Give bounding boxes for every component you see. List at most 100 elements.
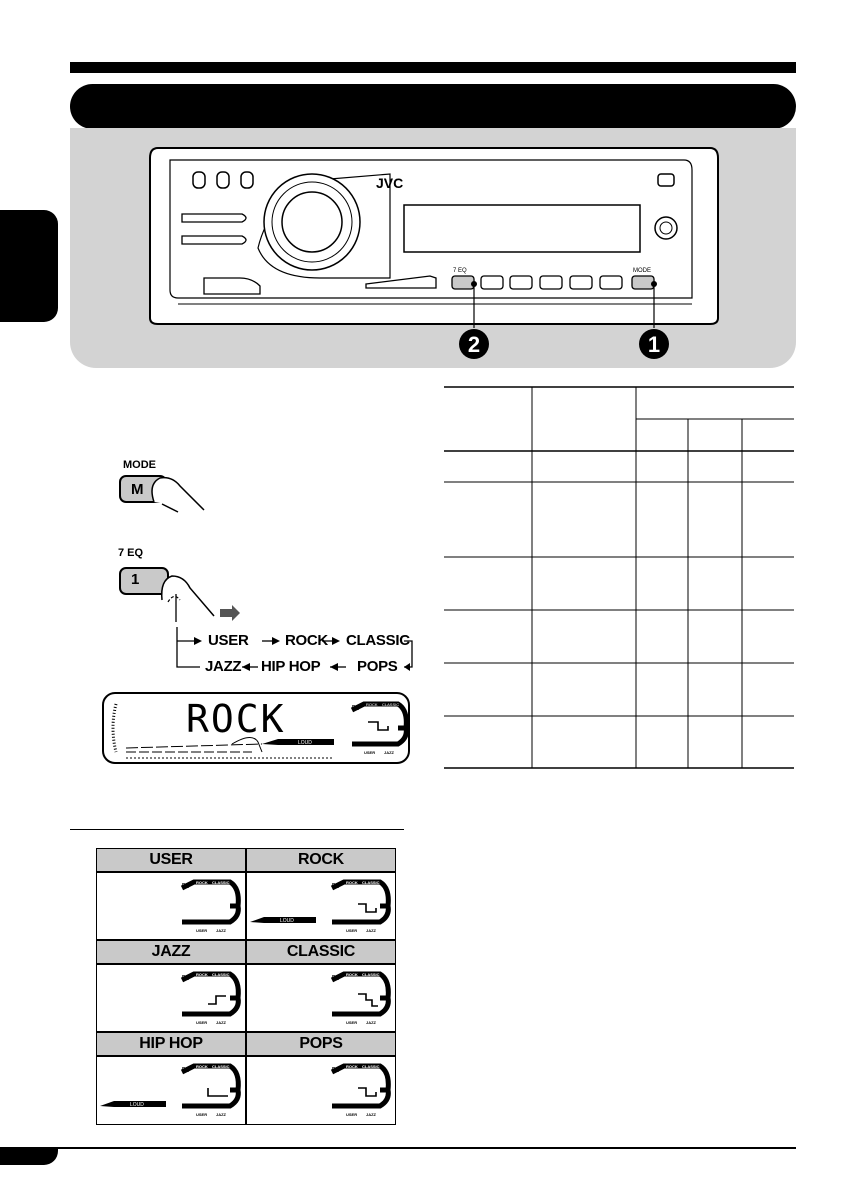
indicator-bottom-arc	[332, 997, 391, 1017]
indicator-label: USER	[196, 1112, 207, 1117]
mode-key: M	[131, 481, 144, 498]
indicator-label: ROCK	[346, 880, 358, 885]
indicator-label: ROCK	[196, 972, 208, 977]
section-divider	[70, 829, 404, 830]
mode-indicator: EQ ROCK CLASSIC USER JAZZ LOUD	[100, 1063, 241, 1117]
display-main-text: ROCK	[186, 697, 286, 741]
language-tab	[0, 210, 58, 322]
display-eq: EQ	[352, 705, 359, 711]
indicator-label: CLASSIC	[362, 880, 380, 885]
indicator-bottom-arc	[332, 905, 391, 925]
eq-settings-table-lines	[444, 386, 794, 769]
mode-header-pops: POPS	[246, 1032, 396, 1056]
loud-bar	[250, 917, 316, 923]
mode-cell-user	[96, 872, 246, 940]
indicator-label: EQ	[182, 1067, 189, 1073]
mode-header-classic: CLASSIC	[246, 940, 396, 964]
mode-header-jazz: JAZZ	[96, 940, 246, 964]
indicator-label: ROCK	[346, 1064, 358, 1069]
car-stereo-illustration: JVC 7 EQ MODE 2 1	[149, 147, 719, 359]
circled-number-icon	[639, 329, 669, 359]
indicator-top-arc	[330, 1063, 391, 1093]
sequence-user: USER	[208, 632, 249, 649]
eq-label: 7 EQ	[118, 547, 144, 559]
indicator-top-arc	[180, 971, 241, 1001]
right-arrow-icon	[220, 605, 240, 621]
display-jazz: JAZZ	[384, 750, 395, 755]
mode-header-user: USER	[96, 848, 246, 872]
indicator-label: EQ	[332, 975, 339, 981]
display-loud: LOUD	[298, 740, 312, 746]
callout-1: 1	[648, 332, 660, 357]
indicator-top-arc	[180, 1063, 241, 1093]
indicator-label: JAZZ	[216, 1020, 227, 1025]
sequence-pops: POPS	[357, 658, 398, 675]
section-title-bar	[70, 84, 796, 129]
display-rock: ROCK	[366, 702, 378, 707]
indicator-label: JAZZ	[366, 1020, 377, 1025]
eq-button-figure	[119, 567, 215, 622]
indicator-label: JAZZ	[216, 928, 227, 933]
loud-bar	[100, 1101, 166, 1107]
eq-settings-table	[444, 386, 794, 769]
indicator-bottom-arc	[332, 1089, 391, 1109]
indicator-label: JAZZ	[366, 928, 377, 933]
eq-key: 1	[131, 571, 140, 588]
mode-indicator: EQ ROCK CLASSIC USER JAZZ	[330, 1063, 391, 1117]
eq-curve	[207, 1088, 228, 1097]
eq-button-caption: 7 EQ	[453, 268, 467, 274]
eq-curve	[358, 903, 377, 913]
sequence-jazz: JAZZ	[205, 658, 242, 675]
indicator-label: CLASSIC	[212, 1064, 230, 1069]
mode-button-caption: MODE	[633, 268, 651, 274]
indicator-label: USER	[346, 1020, 357, 1025]
display-user: USER	[364, 750, 375, 755]
indicator-label: CLASSIC	[212, 880, 230, 885]
lcd-display-figure: LOUD EQ ROCK CLASSIC USER JAZZ ROCK	[102, 692, 410, 764]
circled-number-icon	[459, 329, 489, 359]
indicator-label: USER	[196, 928, 207, 933]
indicator-label: CLASSIC	[212, 972, 230, 977]
indicator-bottom-arc	[182, 1089, 241, 1109]
footer-rule	[58, 1147, 796, 1149]
mode-indicator: EQ ROCK CLASSIC USER JAZZ	[180, 879, 241, 933]
indicator-label: ROCK	[346, 972, 358, 977]
indicator-label: USER	[346, 928, 357, 933]
eq-curve	[358, 993, 378, 1007]
display-classic: CLASSIC	[382, 702, 399, 707]
mode-header-rock: ROCK	[246, 848, 396, 872]
indicator-bottom-arc	[182, 905, 241, 925]
indicator-label: ROCK	[196, 1064, 208, 1069]
indicator-label: USER	[196, 1020, 207, 1025]
page-number-tab	[0, 1147, 58, 1165]
indicator-label: JAZZ	[216, 1112, 227, 1117]
indicator-label: ROCK	[196, 880, 208, 885]
indicator-label: USER	[346, 1112, 357, 1117]
indicator-label: JAZZ	[366, 1112, 377, 1117]
sequence-rock: ROCK	[285, 632, 328, 649]
mode-indicator: EQ ROCK CLASSIC USER JAZZ LOUD	[250, 879, 391, 933]
indicator-bottom-arc	[182, 997, 241, 1017]
mode-label: MODE	[123, 459, 156, 471]
indicator-label: EQ	[182, 883, 189, 889]
indicator-label: CLASSIC	[362, 1064, 380, 1069]
indicator-label: EQ	[332, 1067, 339, 1073]
sequence-classic: CLASSIC	[346, 632, 410, 649]
indicator-label: EQ	[332, 883, 339, 889]
indicator-top-arc	[180, 879, 241, 909]
eq-sequence-lines	[176, 627, 413, 671]
mode-indicator-layer: EQ ROCK CLASSIC USER JAZZ EQ ROCK CLASSIC USER JA…	[100, 879, 391, 1117]
indicator-top-arc	[330, 879, 391, 909]
mode-header-hip-hop: HIP HOP	[96, 1032, 246, 1056]
loud-label: LOUD	[130, 1102, 144, 1108]
indicator-top-arc	[330, 971, 391, 1001]
brand-logo: JVC	[376, 175, 403, 191]
mode-button-figure	[119, 475, 205, 513]
mode-indicator: EQ ROCK CLASSIC USER JAZZ	[330, 971, 391, 1025]
indicator-label: CLASSIC	[362, 972, 380, 977]
eq-curve	[208, 995, 226, 1005]
loud-label: LOUD	[280, 918, 294, 924]
eq-curve	[358, 1087, 377, 1097]
callout-2: 2	[468, 332, 480, 357]
